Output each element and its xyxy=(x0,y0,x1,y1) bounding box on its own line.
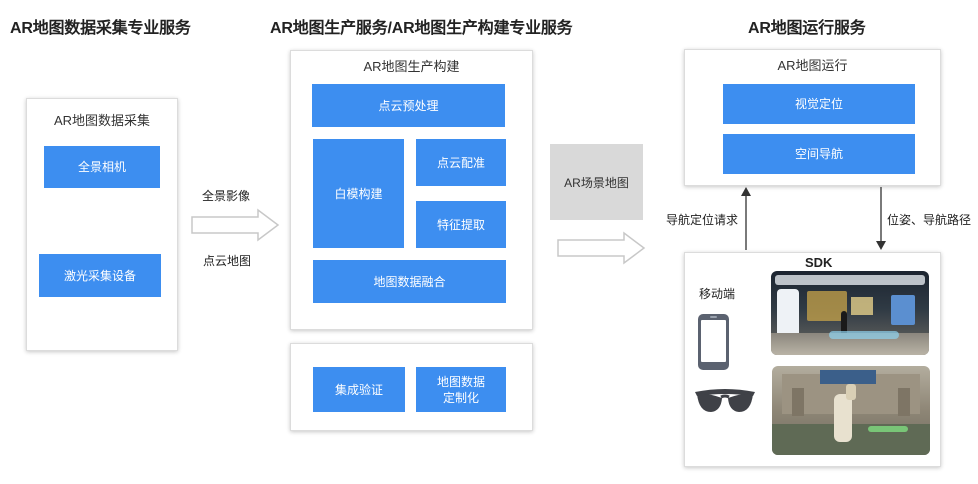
flow-arrow-1 xyxy=(191,208,280,242)
response-arrow xyxy=(876,187,886,250)
build-panel-title: AR地图生产构建 xyxy=(363,59,460,74)
panoramic-camera-box: 全景相机 xyxy=(44,146,160,188)
run-panel: AR地图运行 视觉定位 空间导航 xyxy=(684,49,941,186)
arrow1-top-label: 全景影像 xyxy=(202,189,251,203)
sdk-panel: SDK 移动端 xyxy=(684,252,941,467)
visual-positioning-box: 视觉定位 xyxy=(723,84,915,124)
preprocess-box: 点云预处理 xyxy=(312,84,505,127)
scene-map-box: AR场景地图 xyxy=(550,144,643,220)
spatial-navigation-box: 空间导航 xyxy=(723,134,915,174)
registration-box: 点云配准 xyxy=(416,139,506,186)
verify-panel: 集成验证 地图数据 定制化 xyxy=(290,343,533,431)
build-panel: AR地图生产构建 点云预处理 白模构建 点云配准 特征提取 地图数据融合 xyxy=(290,50,533,330)
flow-arrow-2 xyxy=(557,231,646,265)
feature-extraction-box: 特征提取 xyxy=(416,201,506,248)
request-arrow xyxy=(741,187,751,250)
response-label: 位姿、导航路径 xyxy=(887,213,972,227)
sdk-title: SDK xyxy=(805,255,833,270)
map-fusion-box: 地图数据融合 xyxy=(313,260,506,303)
run-panel-title: AR地图运行 xyxy=(777,58,848,73)
whitebox-box: 白模构建 xyxy=(313,139,404,248)
arrow1-bottom-label: 点云地图 xyxy=(203,254,252,268)
collect-panel: AR地图数据采集 全景相机 激光采集设备 xyxy=(26,98,178,351)
heading-produce-service: AR地图生产服务/AR地图生产构建专业服务 xyxy=(270,20,573,37)
ar-outdoor-screenshot xyxy=(772,366,930,455)
map-customize-box: 地图数据 定制化 xyxy=(416,367,506,412)
smartphone-icon xyxy=(698,314,729,370)
ar-indoor-screenshot xyxy=(771,271,929,355)
request-label: 导航定位请求 xyxy=(666,213,739,227)
heading-run-service: AR地图运行服务 xyxy=(748,20,866,37)
laser-device-box: 激光采集设备 xyxy=(39,254,161,297)
heading-collect-service: AR地图数据采集专业服务 xyxy=(10,20,191,37)
collect-panel-title: AR地图数据采集 xyxy=(53,113,151,128)
integration-verify-box: 集成验证 xyxy=(313,367,405,412)
mobile-label: 移动端 xyxy=(699,287,736,301)
ar-glasses-icon xyxy=(695,389,755,412)
